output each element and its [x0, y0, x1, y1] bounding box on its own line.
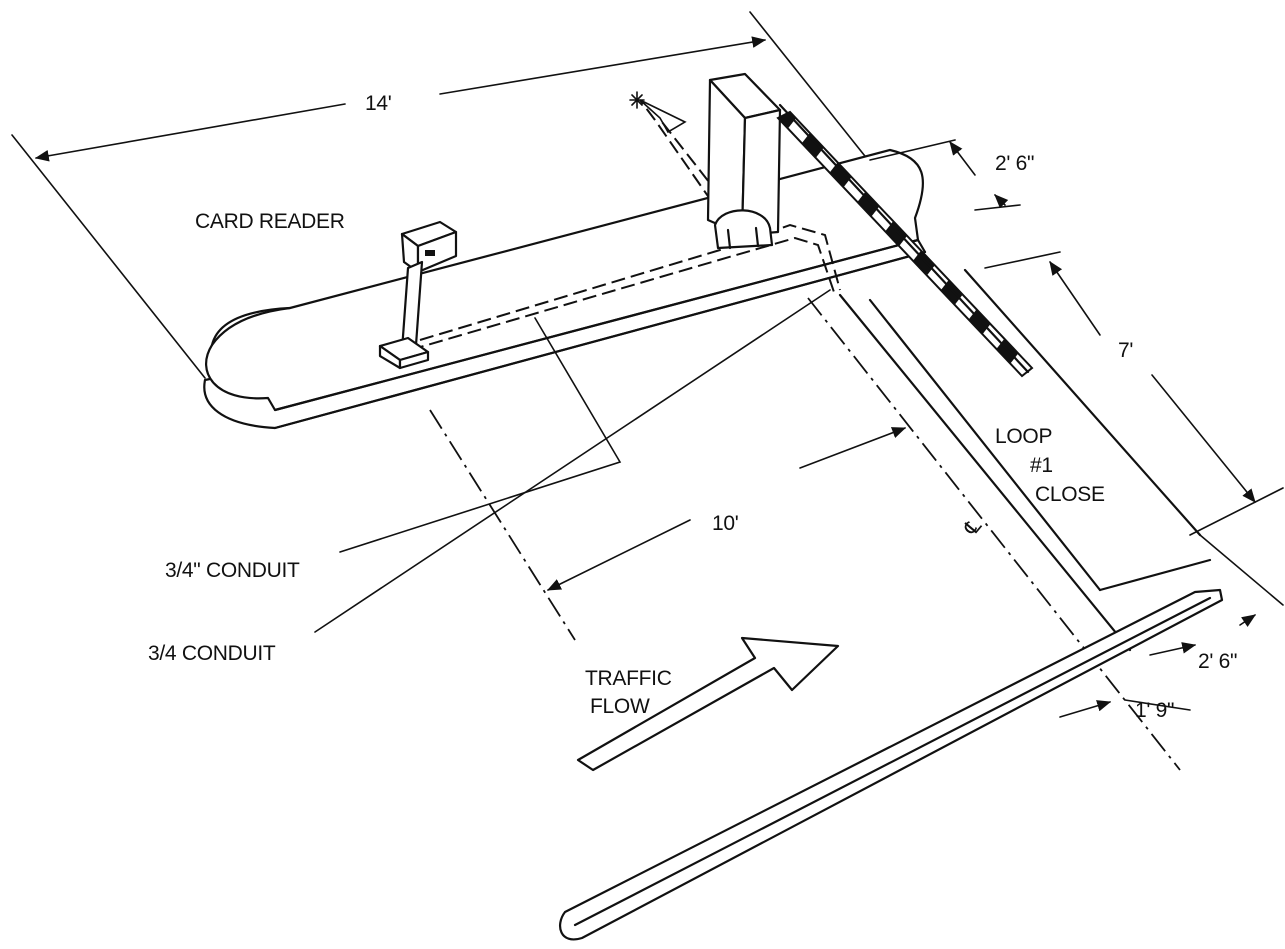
centerline	[429, 297, 1181, 771]
dim-7-label: 7'	[1118, 339, 1133, 362]
dim-2-6-top	[869, 139, 1021, 211]
loop-label-line1: LOOP	[995, 425, 1052, 448]
dim-2-6-bottom-label: 2' 6"	[1198, 650, 1237, 673]
antenna-star-icon	[629, 91, 645, 109]
dim-7	[984, 251, 1284, 536]
dim-14-arrows	[34, 36, 767, 162]
dim-2-6-top-label: 2' 6"	[995, 152, 1034, 175]
traffic-label-line1: TRAFFIC	[585, 667, 672, 690]
traffic-label-line2: FLOW	[590, 695, 650, 718]
loop-label-line3: CLOSE	[1035, 483, 1105, 506]
traffic-island	[203, 148, 927, 430]
loop-label-line2: #1	[1030, 454, 1053, 477]
dim-2-6-bottom	[1149, 534, 1284, 656]
dim-10-label: 10'	[712, 512, 738, 535]
conduit-leaders	[314, 289, 831, 633]
gate-operator	[706, 72, 782, 250]
loop-detector	[838, 268, 1212, 652]
gate-arm	[776, 103, 1034, 378]
dim-10	[546, 427, 907, 591]
dim-1-9-label: 1' 9"	[1135, 699, 1174, 722]
conduit-label-2: 3/4 CONDUIT	[148, 642, 276, 665]
conduit-label-1: 3/4" CONDUIT	[165, 559, 300, 582]
card-reader	[378, 220, 458, 370]
traffic-flow-arrow	[576, 636, 840, 772]
card-reader-label: CARD READER	[195, 210, 345, 233]
dim-1-9	[1059, 699, 1191, 718]
dim-14-label: 14'	[365, 92, 391, 115]
curb	[559, 588, 1224, 941]
